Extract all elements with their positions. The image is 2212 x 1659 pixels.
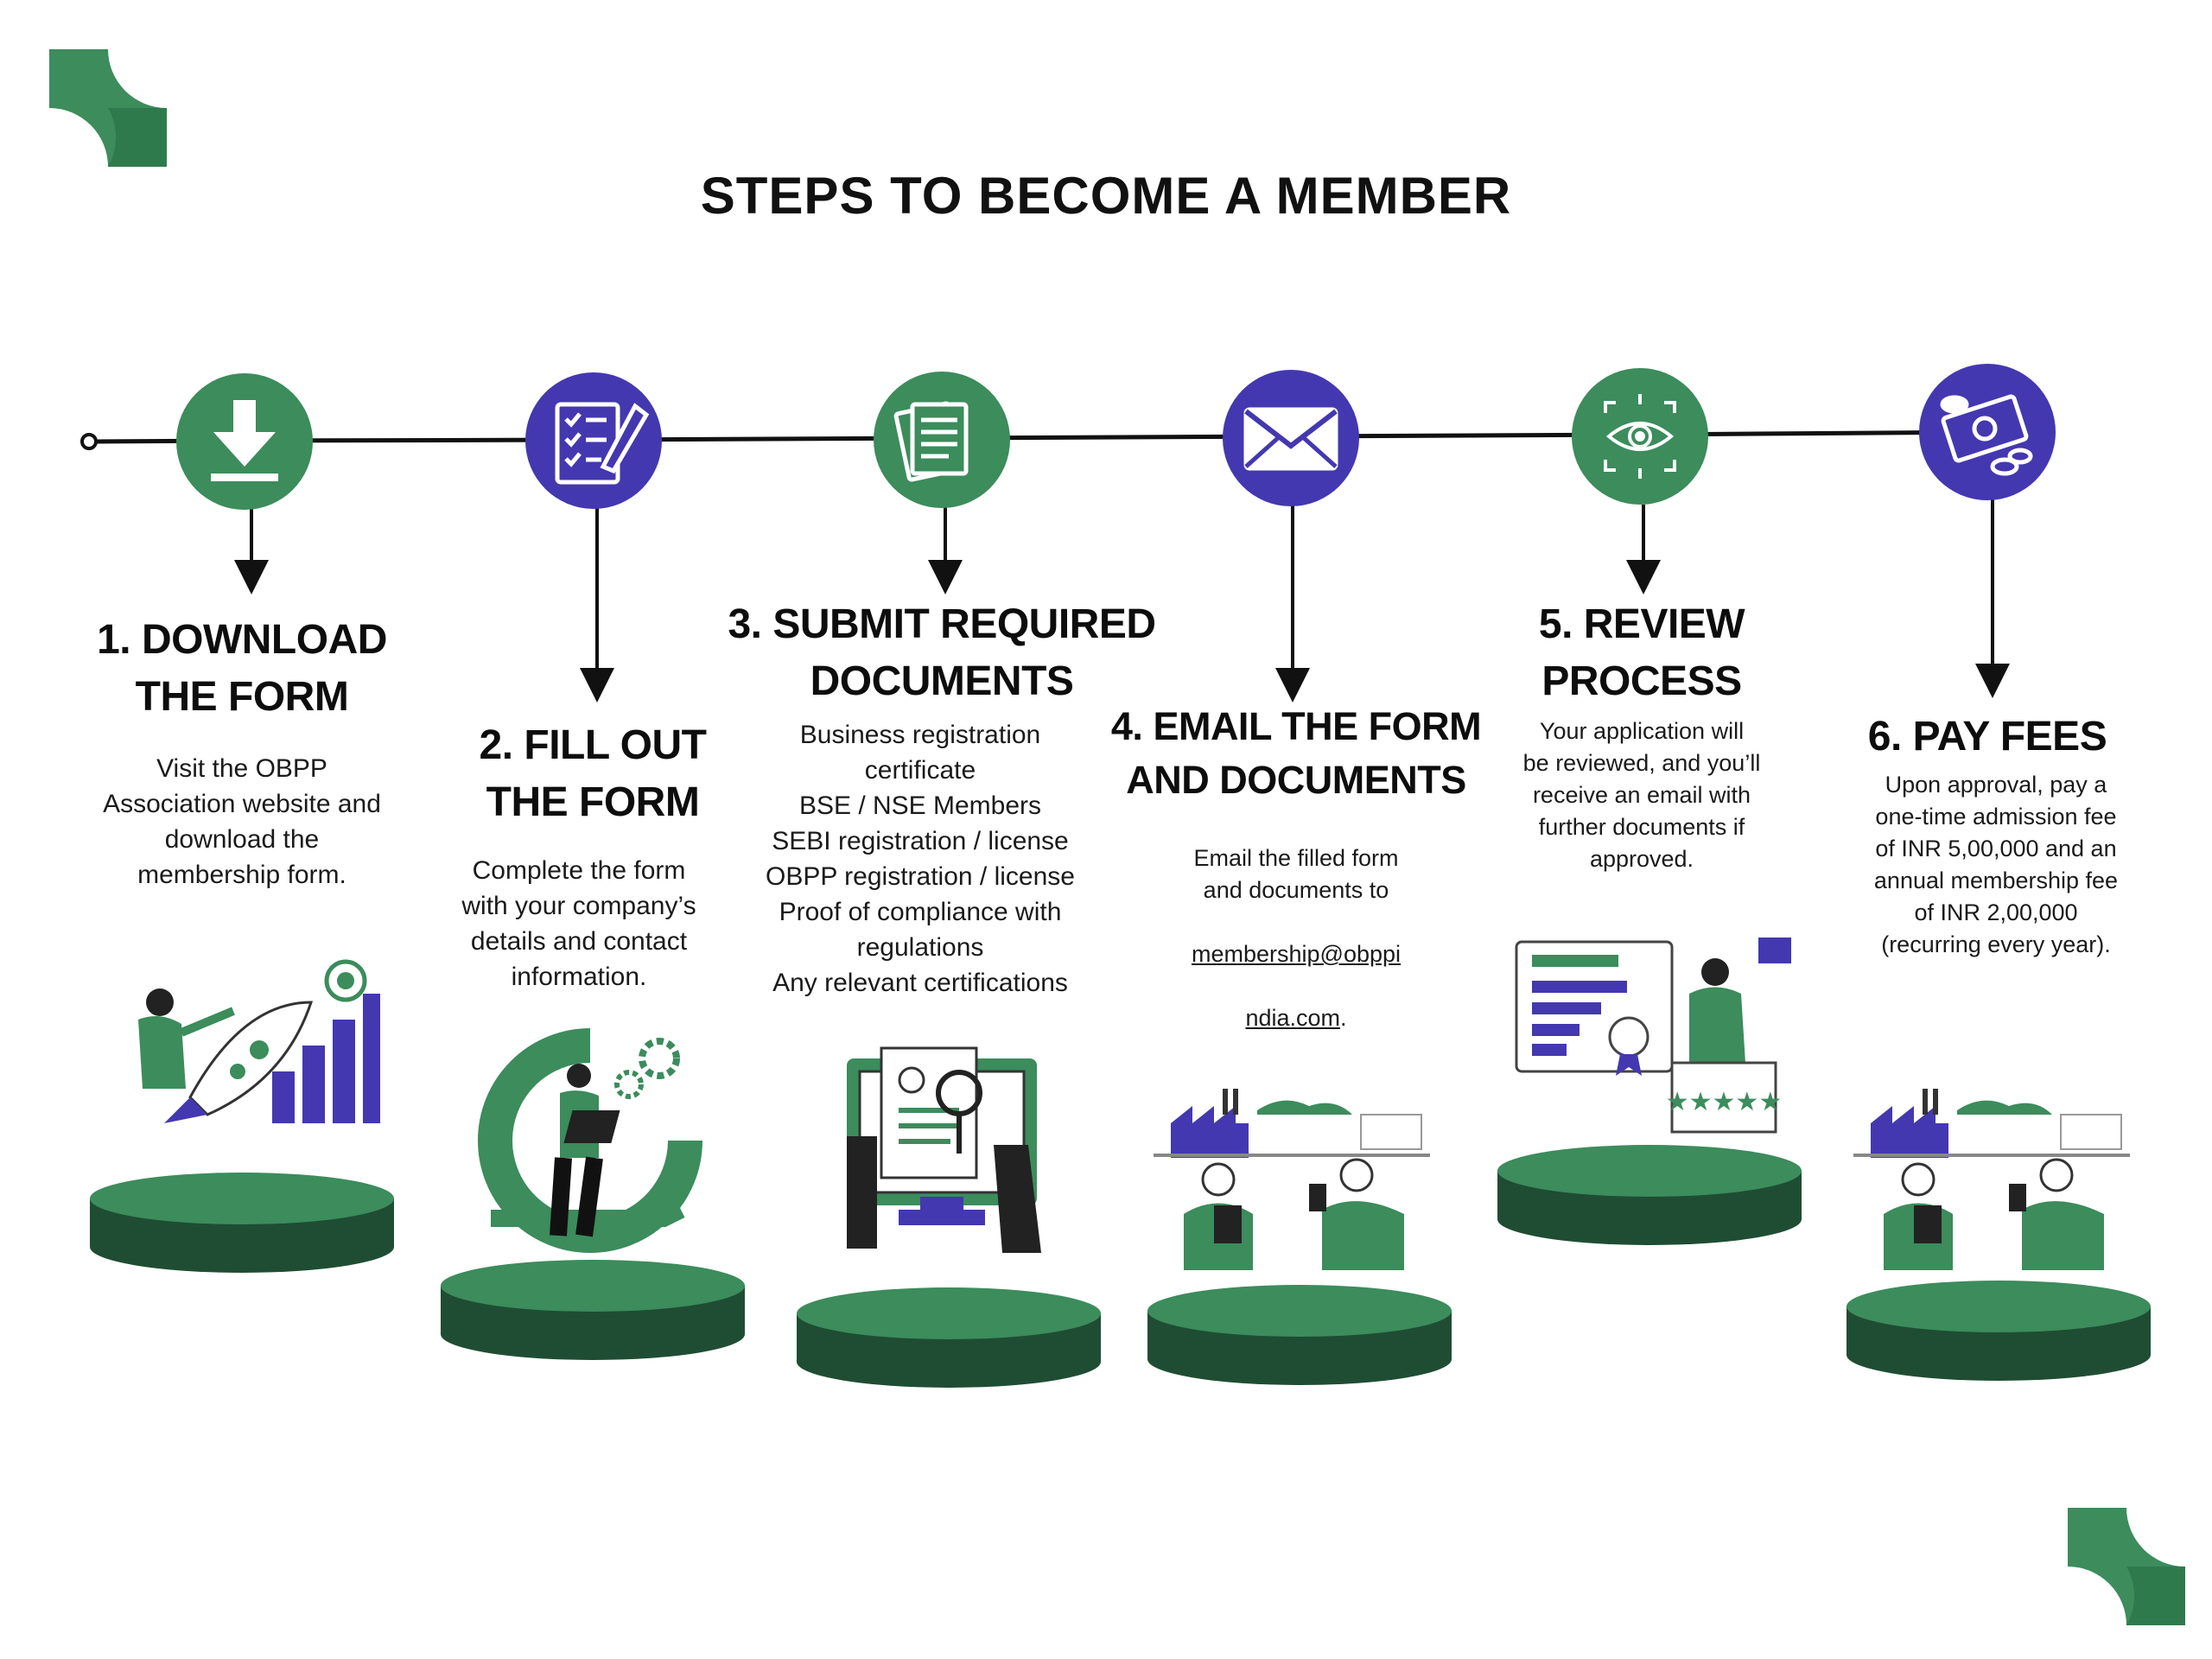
step-2-title: 2. FILL OUT THE FORM <box>479 722 707 825</box>
step-6-title: 6. PAY FEES <box>1867 714 2107 760</box>
step-4-description-suffix: . <box>1340 1005 1347 1031</box>
step-4-pedestal <box>1147 1285 1452 1385</box>
industry-payment-illustration <box>1853 1089 2130 1270</box>
step-5-pedestal <box>1497 1145 1802 1245</box>
step-4-title: 4. EMAIL THE FORM AND DOCUMENTS <box>1110 704 1482 802</box>
step-4-circle <box>1223 370 1359 506</box>
timeline-start-dot <box>80 433 98 450</box>
step-2-pedestal <box>441 1260 745 1360</box>
envelope-icon <box>1243 407 1338 471</box>
step-6-pedestal <box>1847 1281 2151 1381</box>
documents-review-illustration <box>847 1046 1041 1253</box>
documents-stack-icon <box>893 401 969 482</box>
document-checklist-icon <box>555 402 650 485</box>
step-3-pedestal <box>797 1287 1101 1388</box>
step-6-circle <box>1919 364 2056 500</box>
step-3-title: 3. SUBMIT REQUIRED DOCUMENTS <box>728 601 1156 704</box>
eye-scan-icon <box>1604 394 1676 479</box>
approval-rating-illustration: ★★★★★ <box>1515 938 1791 1134</box>
step-3-description: Business registration certificate BSE / … <box>766 721 1075 997</box>
svg-text:★★★★★: ★★★★★ <box>1666 1087 1782 1117</box>
step-1-pedestal <box>90 1173 394 1273</box>
step-5-circle <box>1572 368 1708 505</box>
industry-inspection-illustration <box>1154 1089 1430 1270</box>
brand-logo <box>49 49 167 167</box>
download-icon <box>211 400 278 481</box>
money-icon <box>1940 394 2033 476</box>
brand-logo-bottom <box>2068 1508 2185 1625</box>
step-5-description: Your application will be reviewed, and y… <box>1522 718 1761 872</box>
rocket-growth-illustration <box>138 959 380 1123</box>
step-6-description: Upon approval, pay a one-time admission … <box>1873 772 2119 957</box>
step-2-circle <box>525 372 662 509</box>
step-1-title: 1. DOWNLOAD THE FORM <box>97 617 387 720</box>
step-2-description: Complete the form with your company’s de… <box>461 856 696 991</box>
step-4-description: Email the filled form and documents to m… <box>1123 810 1469 1034</box>
membership-email-link-cont[interactable]: ndia.com <box>1245 1005 1341 1031</box>
page-title: STEPS TO BECOME A MEMBER <box>700 167 1512 225</box>
form-gear-illustration <box>478 1028 702 1253</box>
step-1-circle <box>176 373 313 510</box>
step-4-description-text: Email the filled form and documents to <box>1193 845 1399 903</box>
step-3-circle <box>874 372 1010 508</box>
membership-email-link[interactable]: membership@obppi <box>1191 941 1402 967</box>
step-5-title: 5. REVIEW PROCESS <box>1538 601 1745 704</box>
step-1-description: Visit the OBPP Association website and d… <box>103 754 381 889</box>
